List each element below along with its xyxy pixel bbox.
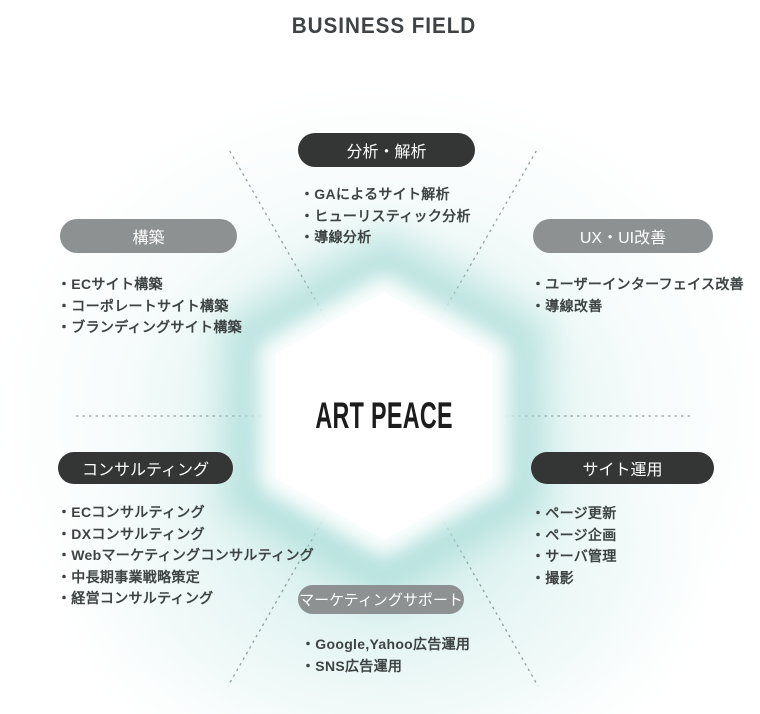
center-hexagon: ART PEACE: [276, 292, 492, 540]
section-list-analysis: ・GAによるサイト解析・ヒューリスティック分析・導線分析: [300, 184, 471, 249]
list-item: ・ページ更新: [531, 505, 617, 521]
list-item: ・ECサイト構築: [57, 276, 163, 292]
section-pill-build: 構築: [60, 219, 237, 253]
section-pill-ux-ui: UX・UI改善: [533, 219, 713, 253]
list-item: ・ブランディングサイト構築: [57, 319, 242, 335]
section-list-ux-ui: ・ユーザーインターフェイス改善・導線改善: [531, 274, 744, 317]
list-item: ・SNS広告運用: [301, 657, 403, 674]
list-item: ・サーバ管理: [531, 548, 617, 564]
section-pill-marketing-support: マーケティングサポート: [298, 585, 464, 614]
list-item: ・経営コンサルティング: [57, 590, 214, 606]
dashed-divider-lower-right: [427, 493, 539, 687]
list-item: ・ユーザーインターフェイス改善: [531, 276, 744, 292]
section-list-site-operation: ・ページ更新・ページ企画・サーバ管理・撮影: [531, 503, 617, 589]
section-list-marketing-support: ・Google,Yahoo広告運用・SNS広告運用: [301, 634, 470, 677]
list-item: ・Google,Yahoo広告運用: [301, 636, 471, 652]
section-pill-analysis: 分析・解析: [298, 133, 475, 167]
brand-name: ART PEACE: [315, 395, 453, 436]
list-item: ・Webマーケティングコンサルティング: [57, 547, 315, 563]
list-item: ・導線分析: [300, 229, 372, 245]
section-list-consulting: ・ECコンサルティング・DXコンサルティング・Webマーケティングコンサルティン…: [57, 502, 314, 610]
section-list-build: ・ECサイト構築・コーポレートサイト構築・ブランディングサイト構築: [57, 274, 242, 339]
section-pill-site-operation: サイト運用: [531, 452, 714, 484]
dashed-divider-lower-left: [227, 493, 339, 687]
list-item: ・撮影: [531, 569, 574, 586]
list-item: ・GAによるサイト解析: [300, 186, 450, 202]
dashed-divider-upper-right: [427, 147, 539, 340]
list-item: ・ECコンサルティング: [57, 504, 205, 520]
dashed-divider-upper-left: [227, 147, 339, 340]
page-title: BUSINESS FIELD: [291, 13, 477, 38]
list-item: ・ページ企画: [531, 526, 617, 543]
list-item: ・導線改善: [531, 297, 603, 314]
list-item: ・コーポレートサイト構築: [57, 297, 229, 314]
list-item: ・中長期事業戦略策定: [57, 568, 200, 585]
section-pill-consulting: コンサルティング: [58, 452, 233, 484]
list-item: ・ヒューリスティック分析: [300, 207, 471, 224]
list-item: ・DXコンサルティング: [57, 525, 205, 542]
